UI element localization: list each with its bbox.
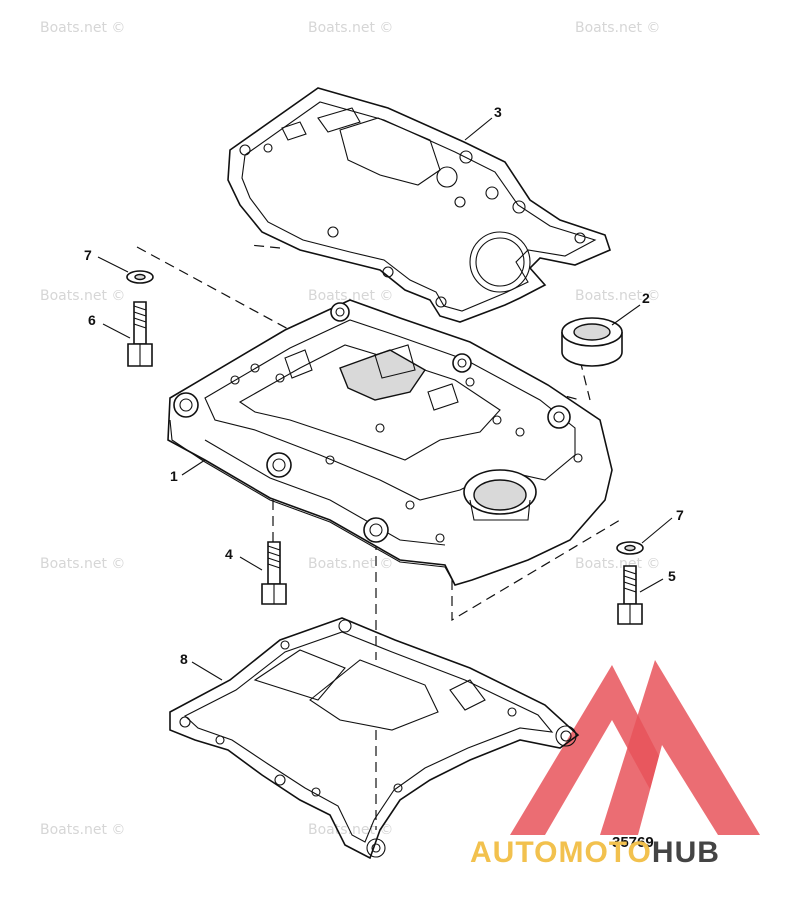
callout-part-8: 8: [180, 651, 188, 667]
watermark: Boats.net ©: [308, 288, 394, 304]
callout-part-7-top: 7: [84, 247, 92, 263]
oil-seal[interactable]: [561, 317, 623, 367]
callout-part-2: 2: [642, 290, 650, 306]
callout-part-1: 1: [170, 468, 178, 484]
watermark: Boats.net ©: [40, 556, 126, 572]
brand-part-c: HUB: [651, 836, 720, 869]
brand-part-b: MOTO: [558, 836, 652, 869]
brand-part-a: AUTO: [470, 836, 559, 869]
watermark: Boats.net ©: [575, 20, 661, 36]
gasket-top[interactable]: [227, 87, 611, 323]
watermark: Boats.net ©: [575, 288, 661, 304]
watermark: Boats.net ©: [308, 556, 394, 572]
gasket-bottom[interactable]: [169, 617, 580, 860]
watermark: Boats.net ©: [40, 822, 126, 838]
washer-right[interactable]: [616, 541, 644, 555]
callout-part-5: 5: [668, 568, 676, 584]
brand-logo-icon: [510, 660, 760, 835]
bolt-5[interactable]: [617, 565, 643, 625]
brand-wordmark: AUTOMOTOHUB: [470, 836, 720, 870]
callout-part-6: 6: [88, 312, 96, 328]
watermark: Boats.net ©: [575, 556, 661, 572]
watermark: Boats.net ©: [40, 288, 126, 304]
watermark: Boats.net ©: [308, 20, 394, 36]
callout-part-4: 4: [225, 546, 233, 562]
callout-part-3: 3: [494, 104, 502, 120]
callout-part-7-right: 7: [676, 507, 684, 523]
watermark: Boats.net ©: [40, 20, 126, 36]
leader-lines: [97, 117, 673, 681]
bolt-4[interactable]: [261, 541, 287, 605]
washer-top-left[interactable]: [126, 270, 154, 284]
figure-number: 35769: [612, 834, 654, 851]
bolt-6[interactable]: [127, 301, 153, 367]
adapter-plate[interactable]: [167, 299, 613, 586]
